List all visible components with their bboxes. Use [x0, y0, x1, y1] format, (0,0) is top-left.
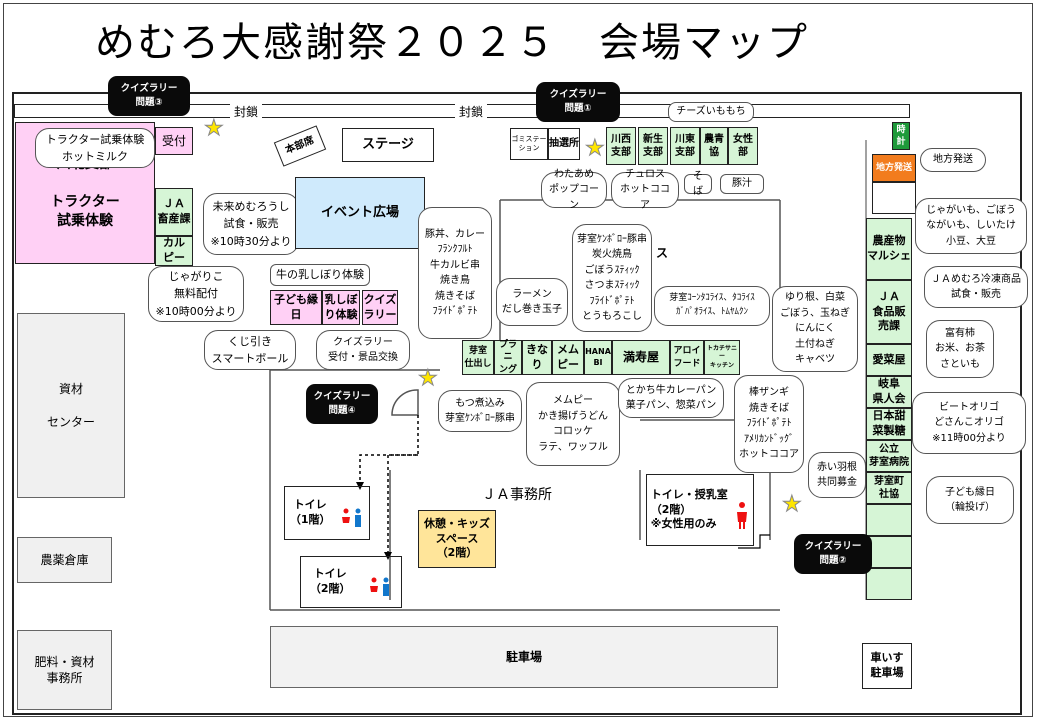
- star-icon: ★: [782, 492, 803, 517]
- tomiyu-callout: 富有柿 お米、お茶 さといも: [926, 320, 994, 378]
- tractor-callout: トラクター試乗体験 ホットミルク: [35, 128, 155, 168]
- memuro-kushi-callout: 芽室ｹﾝﾎﾞﾛｰ豚串 炭火焼鳥 ごぼうｽﾃｨｯｸ さつまｽﾃｨｯｸ ﾌﾗｲﾄﾞﾎ…: [572, 224, 652, 332]
- memuro-shidashi-booth[interactable]: 芽室 仕出し: [462, 340, 494, 375]
- kyukei-kids-space[interactable]: 休憩・キッズ スペース （2階）: [418, 510, 496, 568]
- kujibiki-callout: くじ引き スマートボール: [204, 330, 296, 370]
- chushajo: 駐車場: [270, 626, 778, 688]
- korokke-callout: 芽室ｺｰﾝﾀｺﾗｲｽ、ﾀｺﾗｲｽ ｶﾞﾊﾟｵﾗｲｽ、ﾄﾑﾔﾑｸﾝ: [654, 286, 770, 326]
- toilet-female-icon: [735, 485, 749, 535]
- mirai-callout: 未来めむろうし 試食・販売 ※10時30分より: [203, 193, 299, 255]
- ja-memuro-callout: ＪＡめむろ冷凍商品 試食・販売: [924, 266, 1028, 308]
- stage[interactable]: ステージ: [342, 128, 434, 162]
- ramen-callout: ラーメン だし巻き玉子: [496, 278, 568, 326]
- star-icon: ★: [585, 136, 606, 161]
- empty-booth-2: [866, 536, 912, 568]
- toilet-1f[interactable]: トイレ （1階）: [284, 486, 370, 540]
- toilet-jyunyu[interactable]: トイレ・授乳室 （2階） ※女性用のみ: [646, 474, 754, 546]
- shakyo-booth[interactable]: 芽室町 社協: [866, 472, 912, 504]
- soba-callout: そば: [684, 171, 712, 197]
- quiz-marker-3[interactable]: クイズラリー 問題③: [108, 76, 190, 116]
- toilet-icon: [368, 561, 392, 603]
- nousanbutsu-marche[interactable]: 農産物 マルシェ: [866, 218, 912, 280]
- event-hiroba[interactable]: イベント広場: [295, 177, 425, 249]
- gomi-station: ゴミステー ション: [510, 128, 548, 160]
- beet-callout: ビートオリゴ どさんこオリゴ ※11時00分より: [912, 392, 1026, 454]
- bou-zangi-callout: 棒ザンギ 焼きそば ﾌﾗｲﾄﾞﾎﾟﾃﾄ ｱﾒﾘｶﾝﾄﾞｯｸﾞ ホットココア: [734, 375, 804, 473]
- quiz-marker-2[interactable]: クイズラリー 問題②: [794, 534, 872, 574]
- chichi-callout: 牛の乳しぼり体験: [270, 264, 370, 286]
- motsu-callout: もつ煮込み 芽室ｹﾝﾎﾞﾛｰ豚串: [438, 390, 522, 432]
- shizai-center: 資材 センター: [17, 313, 125, 498]
- nousei-booth[interactable]: 農青 協: [700, 127, 728, 165]
- jagaimo-callout: じゃがいも、ごぼう ながいも、しいたけ 小豆、大豆: [915, 198, 1027, 254]
- memupi-menu-callout: メムピー かき揚げうどん コロッケ ラテ、ワッフル: [526, 382, 620, 466]
- butadon-callout: 豚丼、カレー ﾌﾗﾝｸﾌﾙﾄ 牛カルビ串 焼き鳥 焼きそば ﾌﾗｲﾄﾞﾎﾟﾃﾄ: [418, 207, 492, 339]
- quiz-rally-booth[interactable]: クイズ ラリー: [362, 290, 398, 325]
- toilet-icon: [340, 492, 365, 534]
- empty-booth-1: [866, 504, 912, 536]
- hiryo-jimusho: 肥料・資材 事務所: [17, 630, 112, 710]
- chichishibori-booth[interactable]: 乳しぼ り体験: [322, 290, 360, 325]
- kurumaisu-chushajo: 車いす 駐車場: [862, 643, 912, 689]
- kodomo-kubinage-callout: 子ども縁日 （輪投げ）: [926, 476, 1014, 524]
- toilet-2f[interactable]: トイレ （2階）: [300, 556, 402, 608]
- tokachi-curry-callout: とかち牛カレーパン 菓子パン、惣菜パン: [618, 378, 724, 418]
- road-closed-right: 封鎖: [455, 103, 488, 120]
- jagariko-callout: じゃがりこ 無料配付 ※10時00分より: [148, 266, 244, 322]
- tokachi-kitchen-booth[interactable]: トカチサニー キッチン: [704, 340, 740, 375]
- josei-booth[interactable]: 女性 部: [728, 127, 758, 165]
- gifu-booth[interactable]: 岐阜 県人会: [866, 376, 912, 408]
- road-closed-left: 封鎖: [230, 103, 263, 120]
- uketsuke-booth[interactable]: 受付: [155, 127, 193, 155]
- sukasu-text: ス: [656, 246, 669, 260]
- tokei: 時 計: [892, 122, 910, 150]
- kinari-booth[interactable]: きな り: [522, 340, 552, 375]
- kodomo-ennichi-booth[interactable]: 子ども縁日: [270, 290, 322, 325]
- nouyaku-souko: 農薬倉庫: [17, 537, 112, 583]
- star-icon: ★: [418, 366, 439, 391]
- kawahigashi-booth[interactable]: 川東 支部: [670, 127, 700, 165]
- aikouya-booth[interactable]: 愛菜屋: [866, 344, 912, 376]
- mansuya-booth[interactable]: 満寿屋: [612, 340, 670, 375]
- ja-chikusan-booth[interactable]: ＪＡ 畜産課: [155, 188, 193, 236]
- churros-callout: チュロス ホットココア: [611, 169, 679, 211]
- quiz-marker-1[interactable]: クイズラリー 問題①: [536, 82, 620, 122]
- alofood-booth[interactable]: アロイ フード: [670, 340, 704, 375]
- quiz-koukan-callout: クイズラリー 受付・景品交換: [316, 330, 410, 370]
- wataame-callout: わたあめ ポップコーン: [541, 169, 607, 211]
- memupi-booth[interactable]: メム ピー: [552, 340, 584, 375]
- cheese-callout: チーズいももち: [668, 102, 754, 122]
- page-title: めむろ大感謝祭２０２５ 会場マップ: [95, 20, 809, 66]
- nihon-tensai-booth[interactable]: 日本甜 菜製糖: [866, 408, 912, 440]
- chihou-hassou-booth[interactable]: 地方発送: [872, 154, 916, 182]
- tonjiru-callout: 豚汁: [720, 174, 764, 194]
- planning-booth[interactable]: プラニ ング: [494, 340, 522, 375]
- toilet-1f-label: トイレ （1階）: [289, 498, 331, 526]
- koritsu-byoin-booth[interactable]: 公立 芽室病院: [866, 440, 912, 472]
- chihou-hassou-box: [872, 182, 916, 214]
- akai-hane-callout: 赤い羽根 共同募金: [808, 452, 866, 498]
- hanabi-booth[interactable]: HANA BI: [584, 340, 612, 375]
- ja-shokuhin-booth[interactable]: ＪＡ 食品販 売課: [866, 280, 912, 344]
- chihou-hassou-callout: 地方発送: [920, 148, 986, 172]
- shinsei-booth[interactable]: 新生 支部: [638, 127, 668, 165]
- yuriine-callout: ゆり根、白菜 ごぼう、玉ねぎ にんにく 土付ねぎ キャベツ: [772, 286, 858, 372]
- empty-booth-3: [866, 568, 912, 600]
- star-icon: ★: [204, 116, 225, 141]
- kawanishi-booth[interactable]: 川西 支部: [606, 127, 636, 165]
- quiz-marker-4[interactable]: クイズラリー 問題④: [306, 384, 378, 424]
- karupi-booth[interactable]: カル ピー: [155, 236, 193, 266]
- ja-jimusho-label: ＪＡ事務所: [482, 487, 552, 503]
- map-frame: [3, 3, 1033, 717]
- toilet-2f-label: トイレ （2階）: [309, 567, 351, 595]
- toilet-jyunyu-label: トイレ・授乳室 （2階） ※女性用のみ: [650, 487, 728, 531]
- chusenjo[interactable]: 抽選所: [548, 128, 580, 160]
